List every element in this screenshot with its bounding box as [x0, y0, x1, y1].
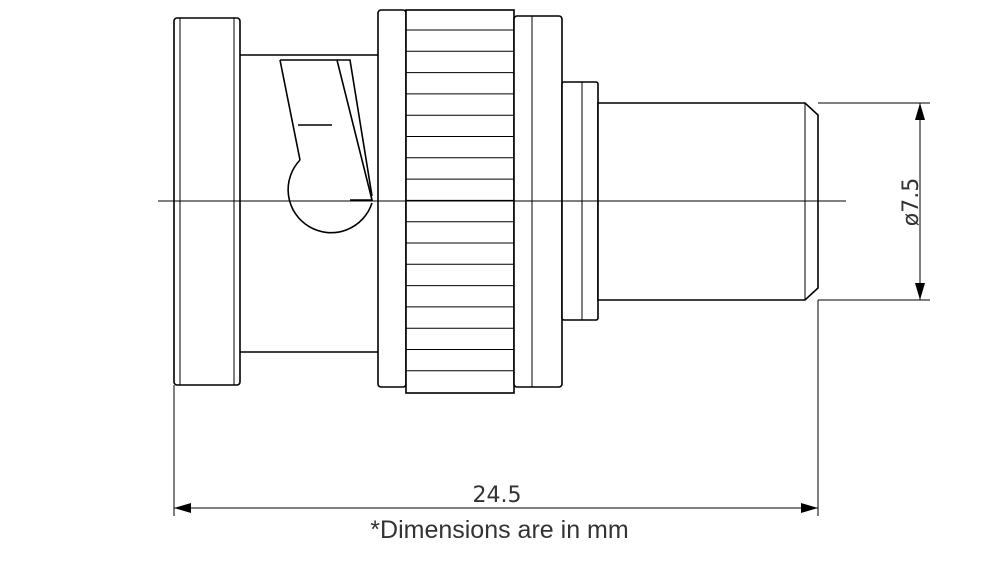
length-dimension: 24.5 — [173, 300, 819, 516]
diameter-dimension: ø7.5 — [818, 102, 930, 301]
length-label: 24.5 — [473, 483, 522, 508]
bayonet-body — [240, 54, 378, 353]
knurl-lines — [406, 29, 514, 372]
units-caption: *Dimensions are in mm — [370, 516, 629, 544]
diameter-label: ø7.5 — [899, 178, 924, 226]
